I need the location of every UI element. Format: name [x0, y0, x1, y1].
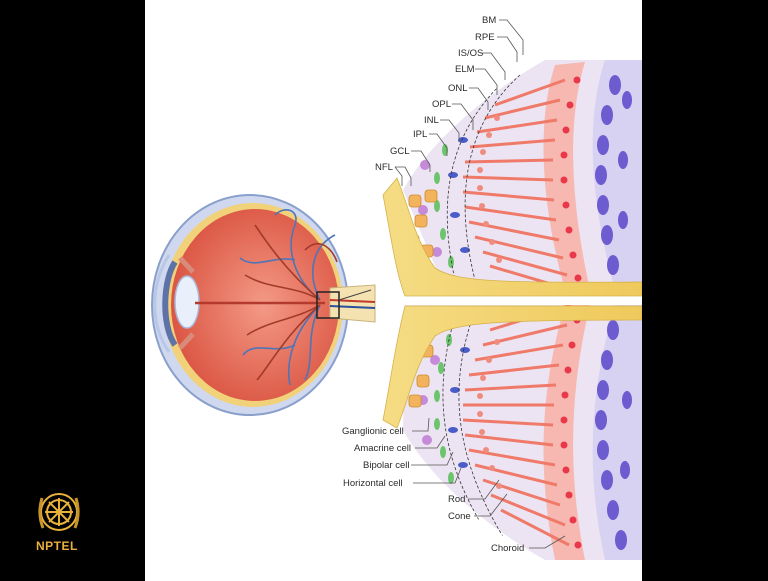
label-choroid: Choroid: [491, 543, 524, 554]
label-inl: INL: [424, 115, 439, 126]
label-cone: Cone: [448, 511, 471, 522]
label-onl: ONL: [448, 83, 468, 94]
label-amacrine-cell: Amacrine cell: [354, 443, 411, 454]
label-opl: OPL: [432, 99, 451, 110]
label-ipl: IPL: [413, 129, 427, 140]
label-elm: ELM: [455, 64, 475, 75]
eyeball: [152, 195, 375, 415]
retina-diagram: BM RPE IS/OS ELM ONL OPL INL IPL GCL NFL: [145, 0, 642, 581]
label-gcl: GCL: [390, 146, 410, 157]
label-rod: Rod: [448, 494, 465, 505]
label-nfl: NFL: [375, 162, 393, 173]
nptel-logo-text: NPTEL: [36, 539, 78, 553]
retina-upper: [383, 60, 642, 296]
label-horizontal-cell: Horizontal cell: [343, 478, 403, 489]
label-bipolar-cell: Bipolar cell: [363, 460, 409, 471]
label-rpe: RPE: [475, 32, 495, 43]
label-bm: BM: [482, 15, 496, 26]
label-isos: IS/OS: [458, 48, 483, 59]
label-ganglionic-cell: Ganglionic cell: [342, 426, 404, 437]
slide: BM RPE IS/OS ELM ONL OPL INL IPL GCL NFL: [145, 0, 642, 581]
retina-lower: [383, 305, 642, 560]
